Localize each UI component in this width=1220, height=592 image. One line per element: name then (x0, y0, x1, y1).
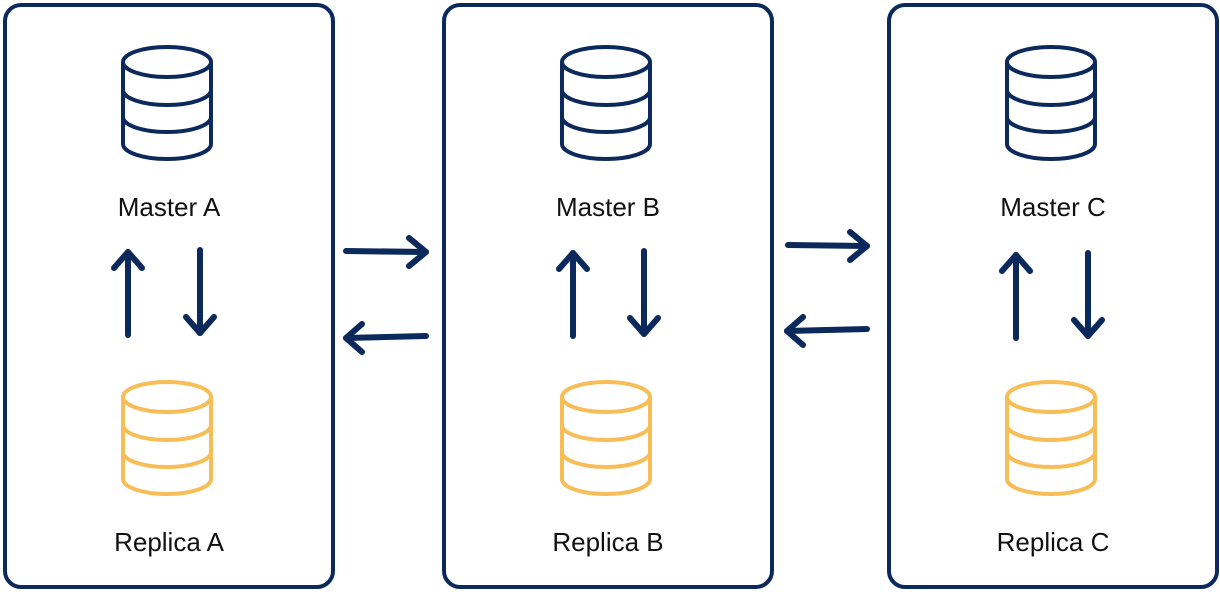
node-panel-a: Master A Replica A (3, 3, 335, 589)
a-to-b-arrow-right-icon (343, 235, 429, 269)
master-to-replica-b-arrow-down-icon (627, 248, 661, 337)
b-to-a-arrow-left-icon (343, 321, 429, 355)
replica-a-database-icon (121, 380, 213, 496)
node-panel-c: Master C Replica C (887, 3, 1219, 589)
master-to-replica-c-arrow-down-icon (1071, 250, 1105, 339)
master-to-replica-a-arrow-down-icon (183, 247, 217, 336)
master-label: Master C (1000, 192, 1106, 222)
replica-to-master-a-arrow-up-icon (111, 249, 145, 338)
master-label: Master B (555, 192, 661, 222)
replica-label: Replica B (552, 527, 664, 557)
c-to-b-arrow-left-icon (784, 314, 870, 348)
replica-to-master-b-arrow-up-icon (556, 250, 590, 339)
master-label: Master A (117, 192, 221, 222)
replica-c-database-icon (1005, 380, 1097, 496)
replica-b-database-icon (560, 380, 652, 496)
master-b-database-icon (560, 45, 652, 161)
replica-label: Replica C (996, 527, 1110, 557)
master-c-database-icon (1005, 45, 1097, 161)
b-to-c-arrow-right-icon (785, 229, 870, 263)
node-panel-b: Master B Replica B (442, 3, 774, 589)
replica-label: Replica A (114, 527, 224, 557)
master-a-database-icon (121, 45, 213, 161)
replica-to-master-c-arrow-up-icon (999, 252, 1033, 341)
